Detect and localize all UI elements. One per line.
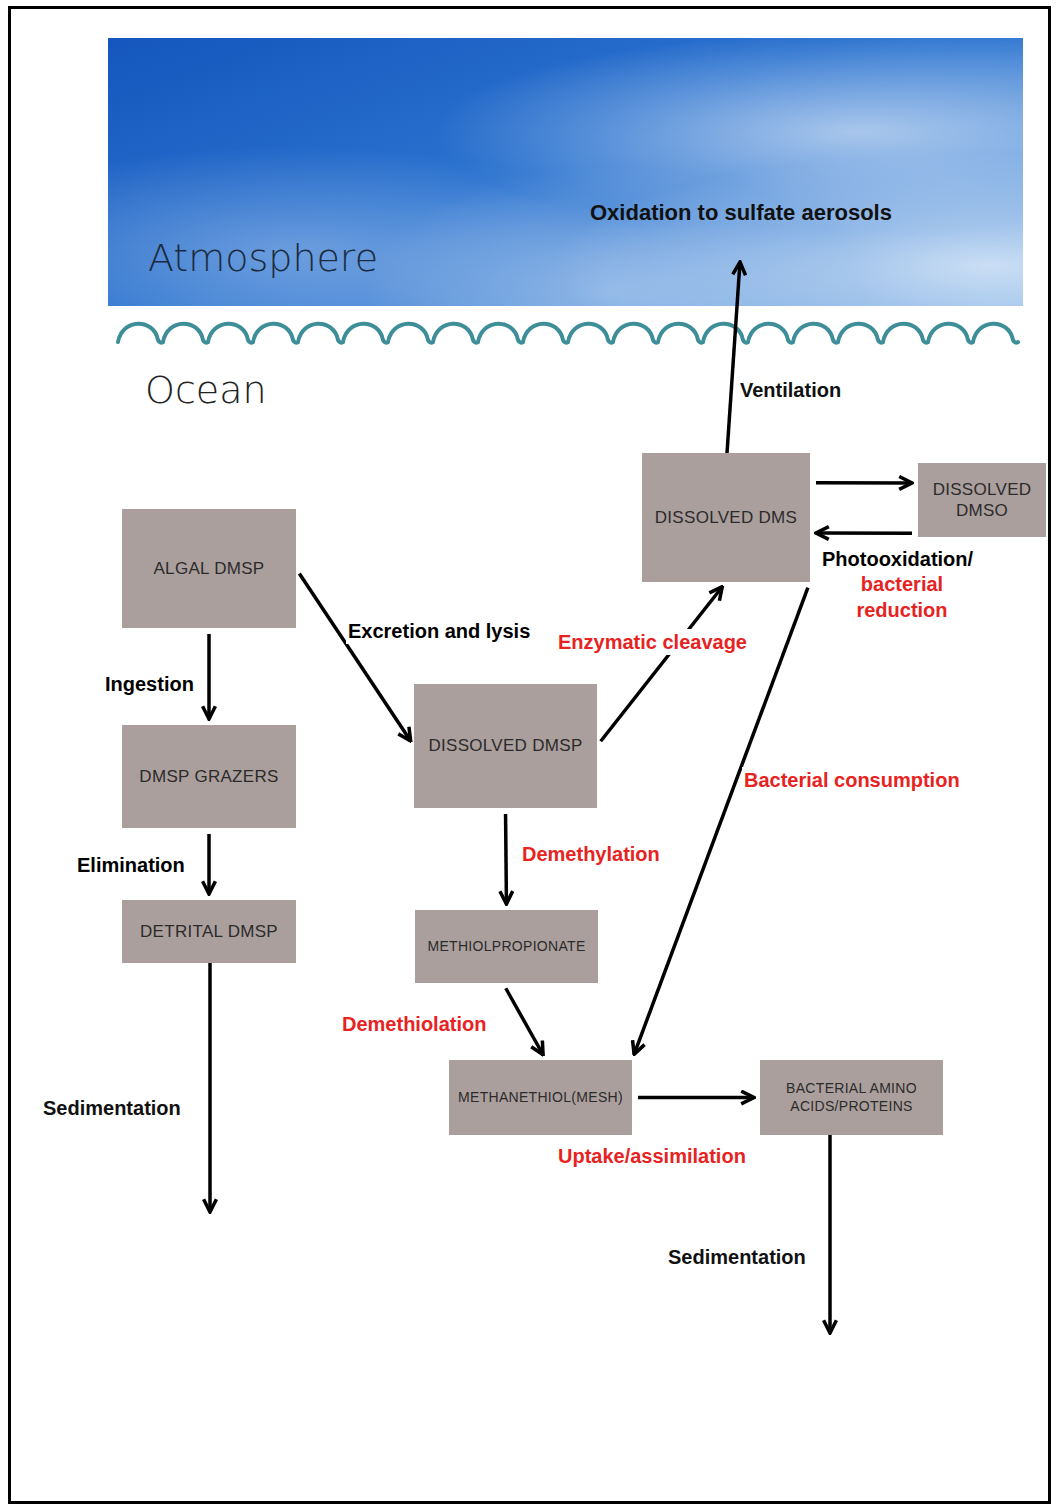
edge-label: Elimination: [75, 852, 187, 878]
process-box: DISSOLVED DMS: [642, 453, 810, 582]
flow-arrow: [504, 814, 508, 904]
region-label: Ocean: [145, 368, 267, 414]
box-label: METHIOLPROPIONATE: [427, 938, 585, 956]
box-label: DISSOLVED DMSO: [926, 479, 1038, 522]
process-box: DISSOLVED DMSP: [414, 684, 597, 808]
process-box: DETRITAL DMSP: [122, 900, 296, 963]
process-box: METHANETHIOL(MESH): [449, 1060, 632, 1135]
box-label: DMSP GRAZERS: [139, 766, 278, 787]
box-label: DISSOLVED DMSP: [428, 735, 582, 756]
edge-label: Demethylation: [520, 841, 662, 867]
flow-arrow: [207, 634, 211, 719]
region-label: Atmosphere: [148, 236, 378, 282]
process-box: DISSOLVED DMSO: [918, 463, 1046, 537]
edge-label: Ingestion: [103, 671, 196, 697]
process-box: METHIOLPROPIONATE: [415, 910, 598, 983]
edge-label: Photooxidation/: [820, 546, 975, 572]
box-label: DISSOLVED DMS: [655, 507, 797, 528]
process-box: ALGAL DMSP: [122, 509, 296, 628]
edge-label: Demethiolation: [340, 1011, 488, 1037]
box-label: BACTERIAL AMINO ACIDS/PROTEINS: [768, 1080, 935, 1115]
flow-arrow: [299, 573, 410, 741]
box-label: DETRITAL DMSP: [140, 921, 278, 942]
edge-label: Excretion and lysis: [346, 618, 532, 644]
process-label: Sedimentation: [668, 1245, 806, 1269]
process-box: BACTERIAL AMINO ACIDS/PROTEINS: [760, 1060, 943, 1135]
flow-arrow: [207, 834, 211, 894]
box-label: ALGAL DMSP: [153, 558, 264, 579]
sedimentation-arrow: [828, 1135, 832, 1333]
process-label: Sedimentation: [43, 1096, 181, 1120]
edge-label: Bacterial consumption: [742, 767, 962, 793]
process-box: DMSP GRAZERS: [122, 725, 296, 828]
flow-arrow: [601, 587, 723, 742]
flow-arrow: [638, 1096, 754, 1100]
flow-arrow: [816, 531, 912, 535]
flow-arrow: [506, 988, 543, 1055]
flow-arrow: [816, 481, 912, 485]
sedimentation-arrow: [208, 963, 212, 1212]
ventilation-arrow: [727, 262, 740, 453]
edge-label: bacterial reduction: [846, 571, 958, 623]
box-label: METHANETHIOL(MESH): [458, 1089, 623, 1107]
process-label: Oxidation to sulfate aerosols: [590, 200, 892, 226]
edge-label: Enzymatic cleavage: [556, 629, 749, 655]
ocean-waves: [118, 324, 1018, 343]
flow-arrow: [634, 588, 808, 1055]
process-label: Ventilation: [740, 378, 841, 402]
edge-label: Uptake/assimilation: [556, 1143, 748, 1169]
